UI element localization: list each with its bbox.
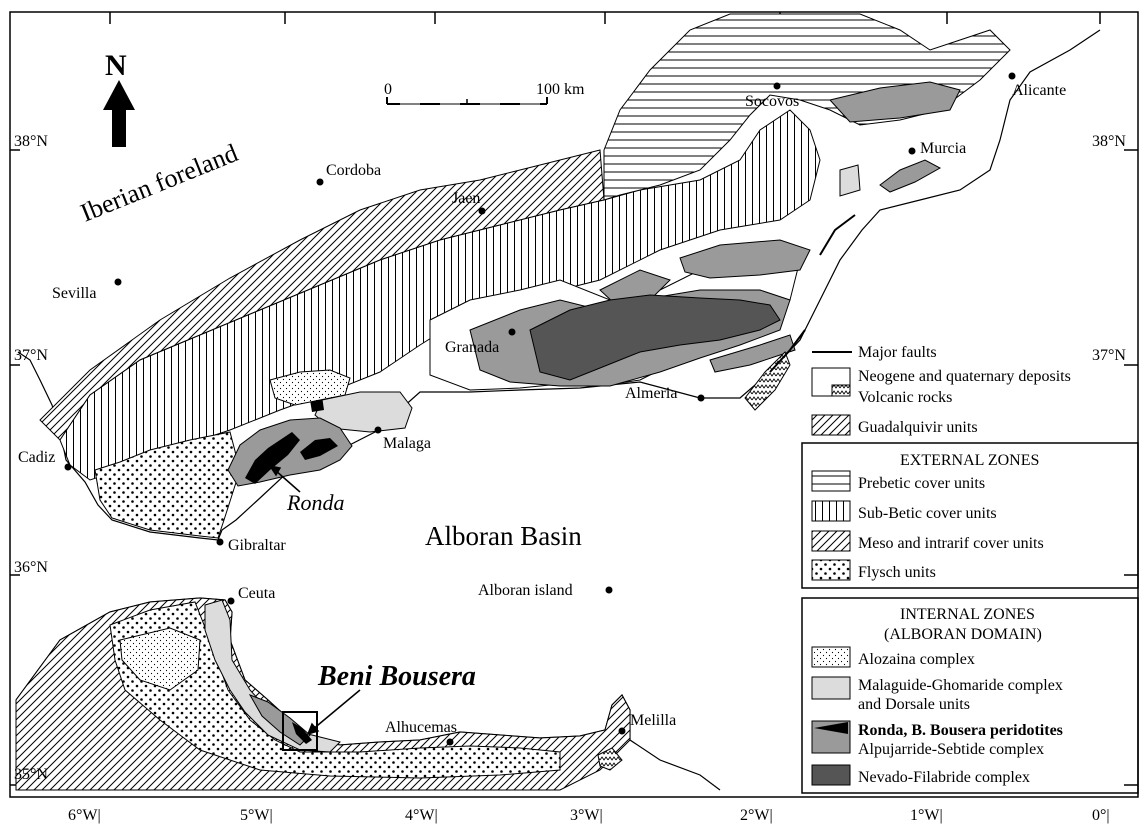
lat-36-left: 36°N xyxy=(14,559,48,576)
city-cadiz: Cadiz xyxy=(18,449,55,466)
city-jaen: Jaen xyxy=(452,190,480,207)
legend-internal-title-1: INTERNAL ZONES xyxy=(900,606,1035,623)
beni-bousera-label: Beni Bousera xyxy=(317,661,476,692)
alpujarride-east-5 xyxy=(709,334,796,373)
legend-alozaina: Alozaina complex xyxy=(858,651,975,668)
alpujarride-east-4 xyxy=(879,159,942,193)
city-melilla: Melilla xyxy=(630,712,676,729)
city-alboran-island: Alboran island xyxy=(478,582,573,599)
legend-internal-box xyxy=(801,597,1139,794)
city-ceuta: Ceuta xyxy=(238,585,275,602)
major-faults xyxy=(769,214,856,373)
legend: Major faults Neogene and quaternary depo… xyxy=(801,344,1139,794)
legend-volcanic: Volcanic rocks xyxy=(858,389,952,406)
legend-external-box xyxy=(801,442,1139,589)
city-socovos: Socovos xyxy=(745,93,799,110)
scale-bar: 0 100 km xyxy=(384,81,585,105)
legend-faults: Major faults xyxy=(858,344,937,361)
legend-meso: Meso and intrarif cover units xyxy=(858,535,1044,552)
city-granada: Granada xyxy=(445,339,499,356)
ronda-peridotite-1 xyxy=(245,432,300,484)
iberian-coastline xyxy=(17,29,1101,541)
legend-malaguide-2: and Dorsale units xyxy=(858,696,970,713)
lon-2w: 2°W| xyxy=(740,807,773,824)
lat-37-left: 37°N xyxy=(14,347,48,364)
north-label: N xyxy=(105,49,127,82)
lat-38-left: 38°N xyxy=(14,133,48,150)
malaguide-east xyxy=(839,164,861,197)
alpujarride-east-1 xyxy=(679,239,811,279)
lon-0: 0°| xyxy=(1092,807,1110,824)
legend-guadalquivir: Guadalquivir units xyxy=(858,419,978,436)
city-sevilla: Sevilla xyxy=(52,285,96,302)
legend-prebetic: Prebetic cover units xyxy=(858,475,985,492)
city-alhucemas: Alhucemas xyxy=(385,719,457,736)
volcanic-melilla xyxy=(597,747,623,771)
lat-38-right: 38°N xyxy=(1092,133,1126,150)
legend-external-title: EXTERNAL ZONES xyxy=(900,452,1039,469)
city-cordoba: Cordoba xyxy=(326,162,381,179)
alpujarride-east-2 xyxy=(829,81,961,123)
lat-35-left: 35°N xyxy=(14,766,48,783)
lon-5w: 5°W| xyxy=(240,807,273,824)
city-almeria: Almeria xyxy=(625,385,677,402)
pointer-arrows xyxy=(268,464,361,736)
ronda-peridotite-2 xyxy=(300,438,338,460)
volcanic-cabo-de-gata xyxy=(744,351,791,411)
lon-4w: 4°W| xyxy=(405,807,438,824)
legend-internal-title-2: (ALBORAN DOMAIN) xyxy=(884,626,1042,643)
alboran-basin-label: Alboran Basin xyxy=(425,521,582,551)
subbetic-belt xyxy=(59,109,821,481)
lon-6w: 6°W| xyxy=(68,807,101,824)
scale-start: 0 xyxy=(384,81,392,98)
city-markers xyxy=(64,72,1016,746)
city-gibraltar: Gibraltar xyxy=(228,537,286,554)
city-murcia: Murcia xyxy=(920,140,966,157)
legend-subbetic: Sub-Betic cover units xyxy=(858,505,997,522)
city-alicante: Alicante xyxy=(1012,82,1066,99)
lon-1w: 1°W| xyxy=(910,807,943,824)
legend-malaguide-1: Malaguide-Ghomaride complex xyxy=(858,677,1063,694)
north-arrow-icon xyxy=(103,80,135,147)
legend-flysch: Flysch units xyxy=(858,564,936,581)
frame-ticks xyxy=(10,12,1138,786)
nevado-filabride xyxy=(529,294,781,381)
beni-bousera-peridotite xyxy=(292,722,312,744)
ronda-label: Ronda xyxy=(286,490,344,515)
city-malaga: Malaga xyxy=(383,435,431,452)
legend-nevado: Nevado-Filabride complex xyxy=(858,769,1030,786)
alozaina-iberia xyxy=(269,369,351,406)
lat-37-right: 37°N xyxy=(1092,347,1126,364)
legend-neogene: Neogene and quaternary deposits xyxy=(858,368,1071,385)
north-arrow: N xyxy=(103,49,135,147)
alozaina-rif xyxy=(119,627,201,691)
scale-end: 100 km xyxy=(536,81,585,98)
lon-3w: 3°W| xyxy=(570,807,603,824)
legend-alpujarride: Alpujarride-Sebtide complex xyxy=(858,741,1044,758)
flysch-gibraltar xyxy=(94,431,241,539)
legend-ronda-peridotites: Ronda, B. Bousera peridotites xyxy=(858,722,1063,739)
